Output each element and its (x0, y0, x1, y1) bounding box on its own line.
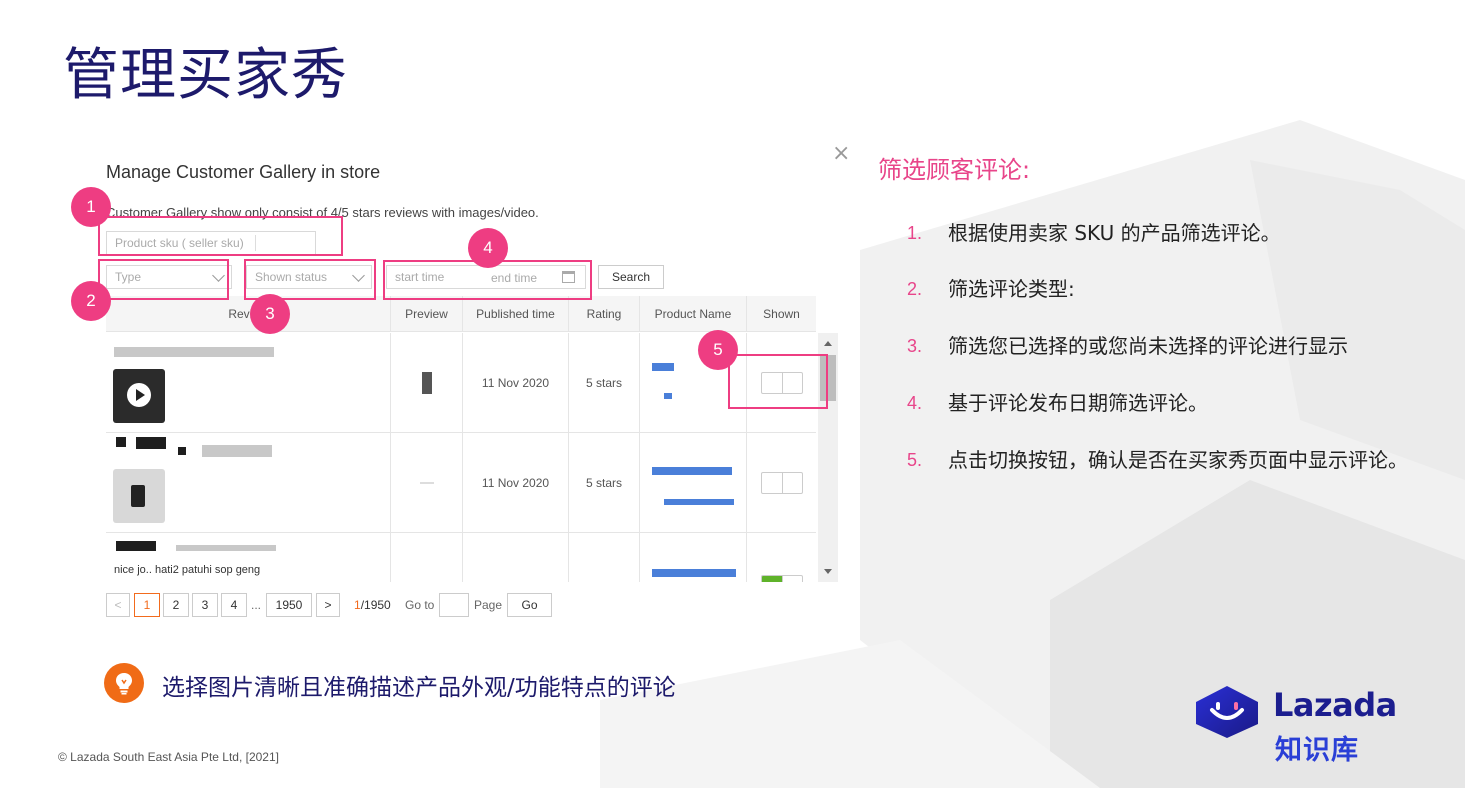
step-number: 5. (907, 450, 923, 470)
go-button[interactable]: Go (507, 593, 552, 617)
review-cell: nice jo.. hati2 patuhi sop geng (106, 533, 390, 582)
calendar-icon (562, 271, 575, 283)
shown-status-placeholder: Shown status (255, 270, 328, 284)
shown-toggle-on[interactable] (760, 575, 803, 582)
video-thumbnail[interactable] (113, 369, 165, 423)
page-label: Page (474, 598, 503, 612)
search-button[interactable]: Search (598, 265, 664, 289)
step-marker-1: 1 (71, 187, 111, 227)
preview-cell (390, 433, 462, 533)
shown-cell (746, 433, 816, 533)
pager-current: 1 (354, 598, 361, 612)
table-scrollbar[interactable] (818, 333, 838, 582)
review-cell (106, 333, 390, 433)
pager-total: /1950 (360, 598, 391, 612)
step-text: 筛选您已选择的或您尚未选择的评论进行显示 (948, 334, 1348, 358)
step-marker-2: 2 (71, 281, 111, 321)
step-marker-5: 5 (698, 330, 738, 370)
prev-page-button[interactable]: < (106, 593, 130, 617)
published-cell: 11 Nov 2020 (462, 433, 568, 533)
shown-cell (746, 533, 816, 582)
step-number: 1. (907, 223, 923, 243)
product-sku-input[interactable]: Product sku ( seller sku) (106, 231, 316, 255)
step-text: 基于评论发布日期筛选评论。 (948, 391, 1208, 415)
product-name-cell (639, 333, 746, 433)
type-select-placeholder: Type (115, 270, 142, 284)
logo-name: Lazada (1273, 686, 1397, 724)
shown-cell (746, 333, 816, 433)
scroll-up-icon[interactable] (824, 341, 832, 346)
step-number: 2. (907, 279, 923, 299)
shown-toggle[interactable] (760, 472, 803, 494)
table-row: 11 Nov 2020 5 stars (106, 433, 816, 533)
published-cell: 11 Nov 2020 (462, 333, 568, 433)
pager-ellipsis: ... (251, 598, 262, 612)
page-button-4[interactable]: 4 (221, 593, 247, 617)
column-header-rating: Rating (568, 296, 639, 332)
rating-cell (568, 533, 639, 582)
side-title: 筛选顾客评论: (878, 156, 1031, 184)
step-text: 筛选评论类型: (948, 277, 1075, 301)
step-number: 4. (907, 393, 923, 413)
page-button-3[interactable]: 3 (192, 593, 218, 617)
next-page-button[interactable]: > (316, 593, 340, 617)
column-header-published: Published time (462, 296, 568, 332)
column-header-review: Review (228, 307, 268, 321)
review-image-thumbnail[interactable] (113, 469, 165, 523)
preview-cell (390, 333, 462, 433)
step-text: 根据使用卖家 SKU 的产品筛选评论。 (948, 221, 1281, 245)
review-text: nice jo.. hati2 patuhi sop geng (114, 564, 261, 576)
step-marker-3: 3 (250, 294, 290, 334)
column-header-shown: Shown (746, 296, 816, 332)
preview-cell (390, 533, 462, 582)
goto-page-input[interactable] (439, 593, 469, 617)
end-time-placeholder: end time (491, 271, 538, 285)
table-row: 11 Nov 2020 5 stars (106, 333, 816, 433)
goto-label: Go to (405, 598, 435, 612)
column-header-product: Product Name (639, 296, 746, 332)
lightbulb-icon (104, 663, 144, 703)
table-header: Review Preview Published time Rating Pro… (106, 296, 816, 332)
page-button-last[interactable]: 1950 (266, 593, 312, 617)
product-name-cell (639, 533, 746, 582)
dialog-title: Manage Customer Gallery in store (106, 162, 381, 182)
column-header-preview: Preview (390, 296, 462, 332)
type-select[interactable]: Type (106, 265, 232, 289)
shown-toggle[interactable] (760, 372, 803, 394)
step-number: 3. (907, 336, 923, 356)
page-button-2[interactable]: 2 (163, 593, 189, 617)
review-cell (106, 433, 390, 533)
highlight-shown-toggle (728, 354, 828, 409)
product-sku-placeholder: Product sku ( seller sku) (115, 236, 244, 250)
start-time-placeholder: start time (395, 270, 445, 284)
rating-cell: 5 stars (568, 333, 639, 433)
highlight-sku-filter (98, 216, 343, 256)
scroll-down-icon[interactable] (824, 569, 832, 574)
tip-text: 选择图片清晰且准确描述产品外观/功能特点的评论 (162, 675, 676, 701)
close-icon[interactable]: × (832, 141, 851, 166)
highlight-status-filter (244, 259, 376, 300)
highlight-type-filter (98, 259, 229, 300)
page-button-1[interactable]: 1 (134, 593, 160, 617)
shown-status-select[interactable]: Shown status (246, 265, 372, 289)
copyright-text: © Lazada South East Asia Pte Ltd, [2021] (58, 750, 279, 764)
slide-title: 管理买家秀 (63, 43, 348, 108)
published-cell (462, 533, 568, 582)
table-row: nice jo.. hati2 patuhi sop geng (106, 533, 816, 582)
step-marker-4: 4 (468, 228, 508, 268)
lazada-heart-icon (1196, 686, 1258, 738)
rating-cell: 5 stars (568, 433, 639, 533)
pager-position: 1/1950 (354, 598, 391, 612)
step-text: 点击切换按钮，确认是否在买家秀页面中显示评论。 (948, 448, 1408, 472)
logo-subtitle: 知识库 (1275, 735, 1359, 766)
product-name-cell (639, 433, 746, 533)
scroll-thumb[interactable] (820, 355, 836, 401)
reviews-table: Review Preview Published time Rating Pro… (106, 296, 838, 582)
